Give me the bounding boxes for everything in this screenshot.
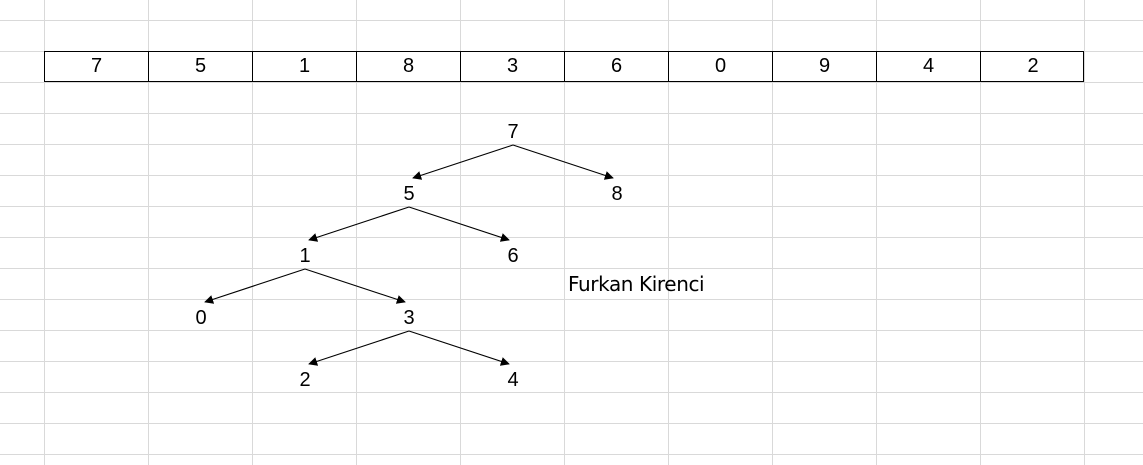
tree-edge-arrow bbox=[308, 206, 410, 242]
array-cell[interactable]: 1 bbox=[253, 52, 357, 81]
tree-edge-arrow bbox=[308, 330, 410, 366]
tree-node-label: 2 bbox=[299, 369, 310, 391]
array-cell[interactable]: 2 bbox=[1027, 55, 1039, 77]
array-cell[interactable]: 8 bbox=[357, 52, 461, 81]
tree-edges bbox=[204, 144, 614, 366]
array-cell[interactable]: 4 bbox=[877, 52, 981, 81]
tree-node-label: 6 bbox=[507, 245, 518, 267]
array-cell[interactable]: 0 bbox=[669, 52, 773, 81]
tree-node-label: 3 bbox=[403, 307, 414, 329]
array-cell[interactable]: 3 bbox=[461, 52, 565, 81]
array-cell[interactable]: 7 bbox=[45, 52, 149, 81]
tree-node-label: 8 bbox=[611, 183, 622, 205]
array-cell[interactable]: 6 bbox=[565, 52, 669, 81]
tree-nodes: 7 5 8 1 6 0 3 2 4 bbox=[195, 121, 622, 391]
tree-node-label: 1 bbox=[299, 245, 310, 267]
tree-edge-arrow bbox=[304, 268, 406, 304]
tree-edge-arrow bbox=[412, 144, 514, 180]
tree-edge-arrow bbox=[512, 144, 614, 180]
author-name-label: Furkan Kirenci bbox=[568, 272, 705, 296]
tree-node-label: 7 bbox=[507, 121, 518, 143]
tree-node-label: 4 bbox=[507, 369, 518, 391]
tree-edge-arrow bbox=[408, 206, 510, 242]
tree-node-label: 5 bbox=[403, 183, 414, 205]
tree-edge-arrow bbox=[408, 330, 510, 366]
array-cell[interactable]: 5 bbox=[149, 52, 253, 81]
tree-edge-arrow bbox=[204, 268, 306, 304]
array-cell[interactable]: 9 bbox=[773, 52, 877, 81]
tree-node-label: 0 bbox=[195, 307, 206, 329]
